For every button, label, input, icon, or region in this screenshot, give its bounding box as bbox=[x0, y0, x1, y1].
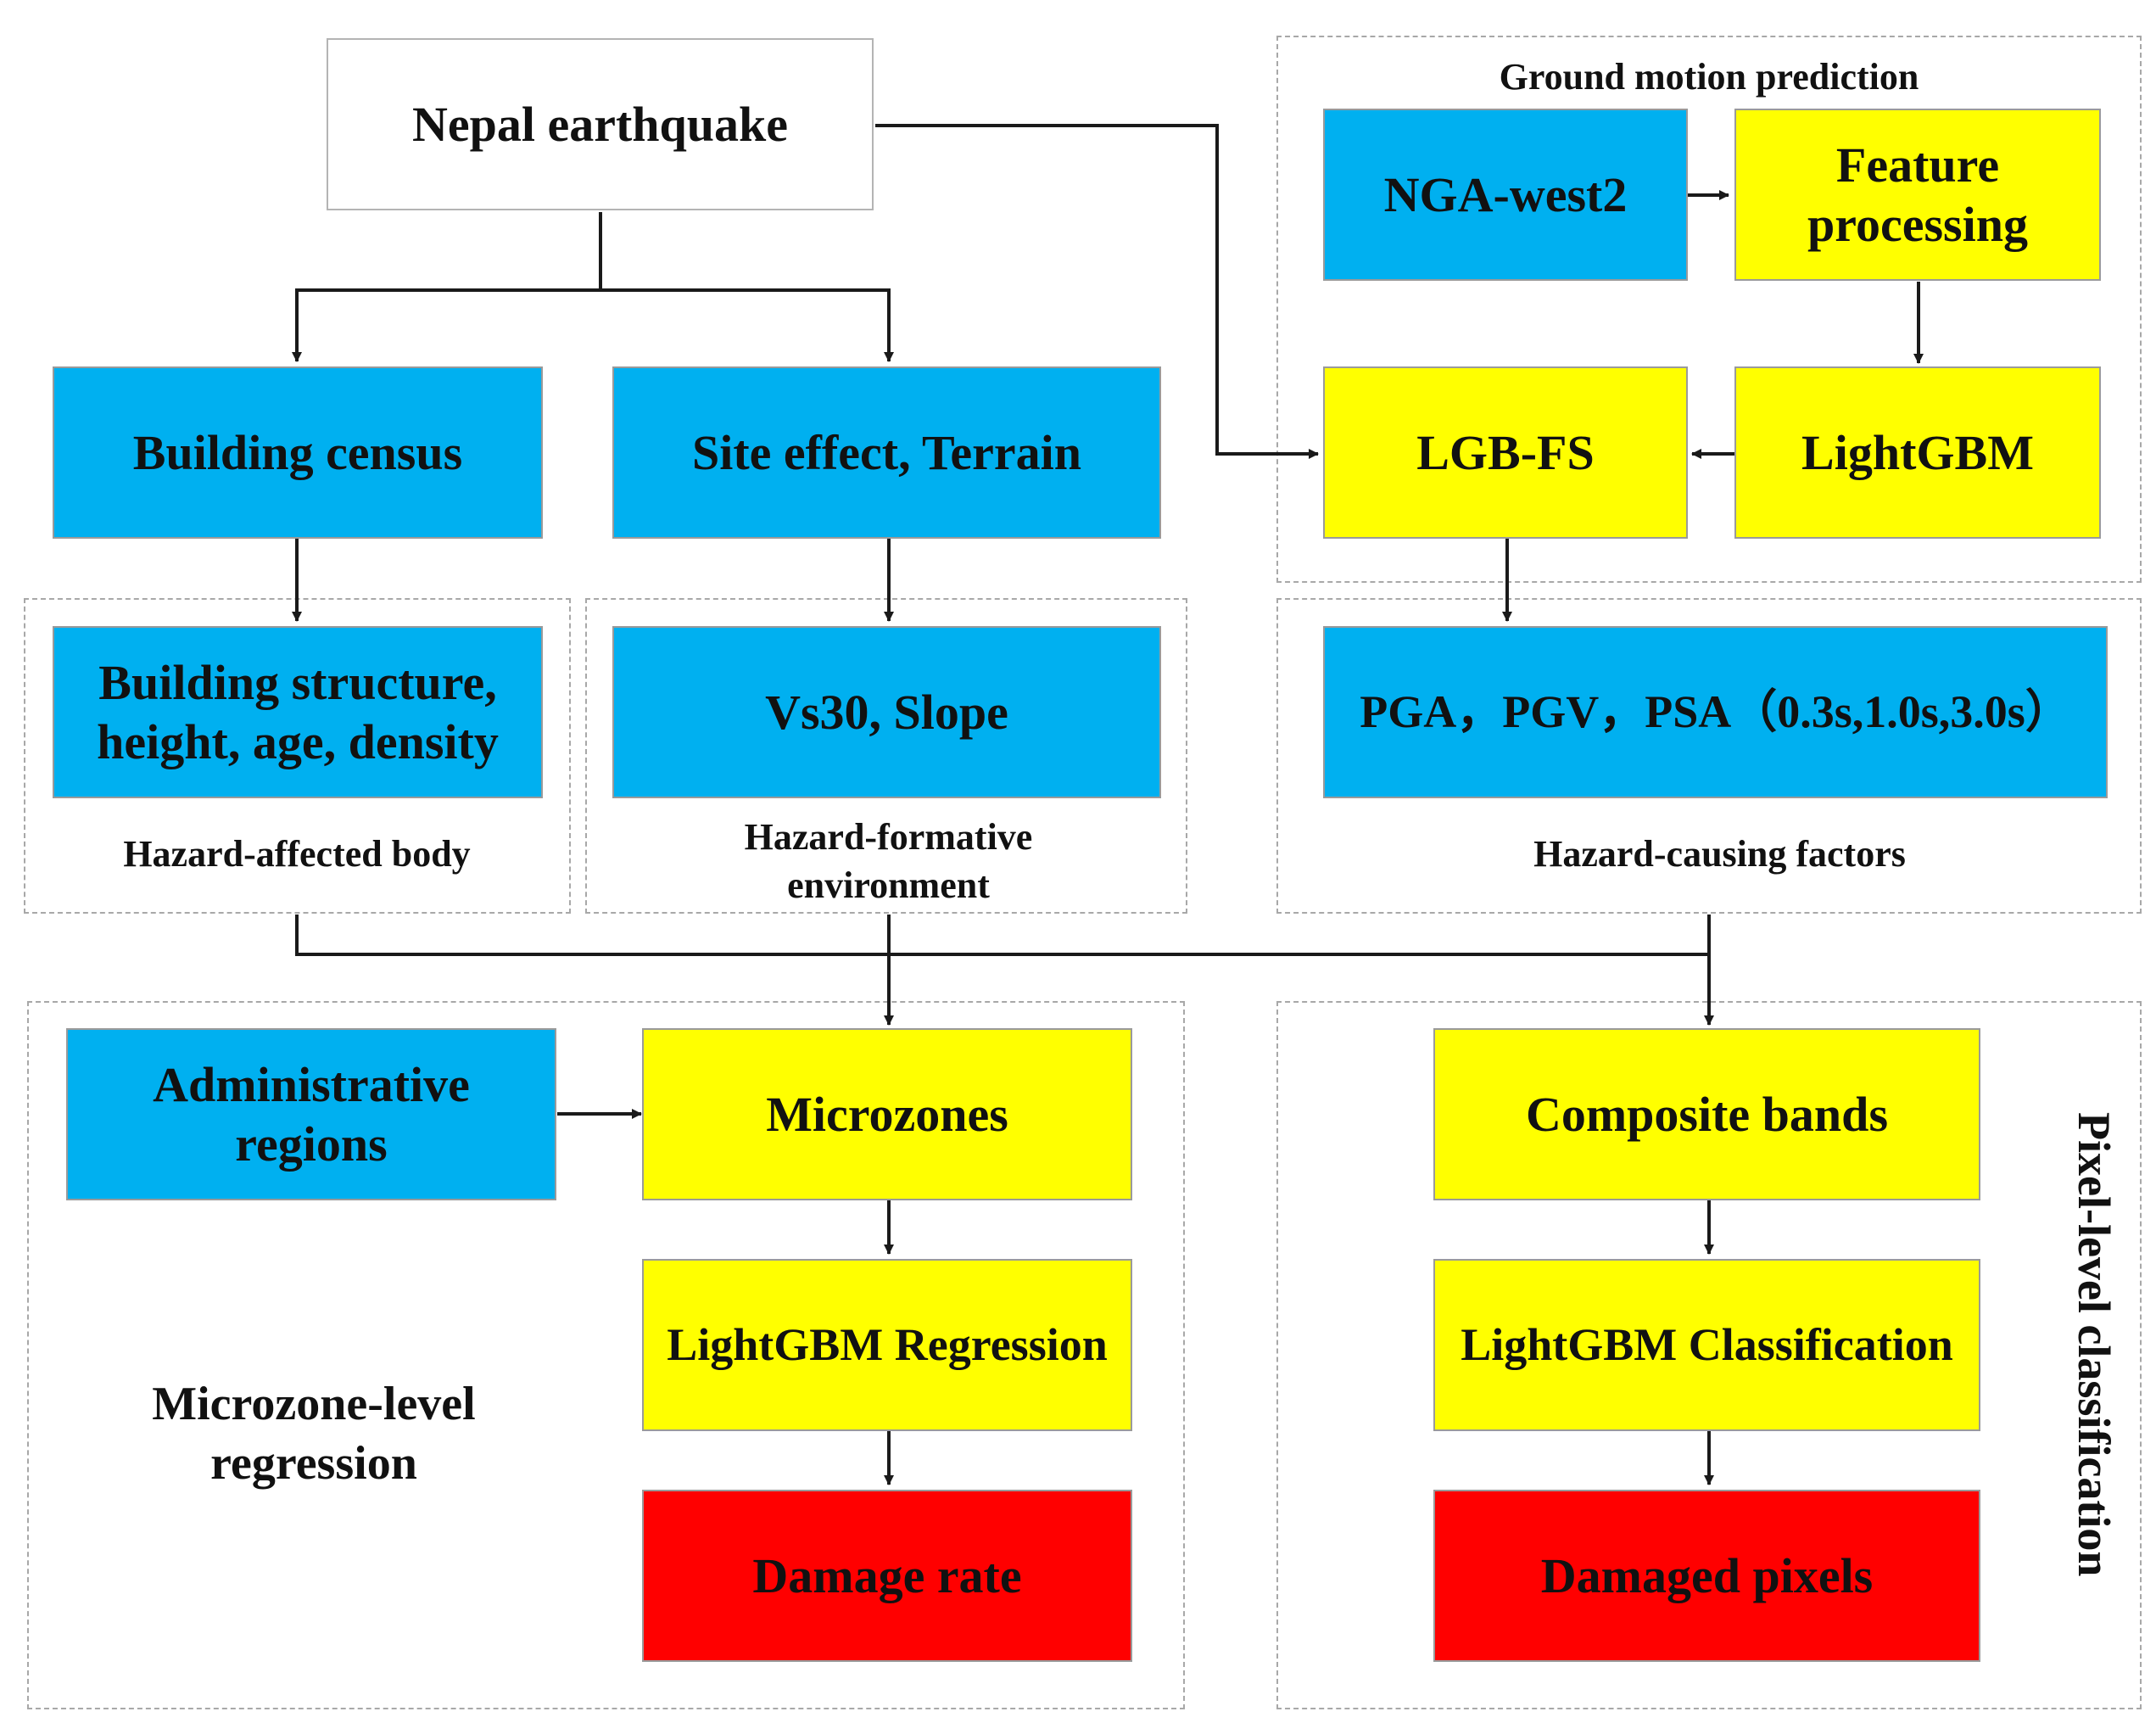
building-census-box: Building census bbox=[53, 366, 543, 539]
damaged-pixels-box: Damaged pixels bbox=[1433, 1490, 1980, 1662]
site-effect-terrain-box: Site effect, Terrain bbox=[612, 366, 1161, 539]
hazard-formative-label: Hazard-formative environment bbox=[744, 816, 1033, 907]
hazard-formative-group bbox=[585, 598, 1187, 914]
vs30-slope-box: Vs30, Slope bbox=[612, 626, 1161, 798]
damage-rate-box: Damage rate bbox=[642, 1490, 1132, 1662]
connector-nepal-split bbox=[292, 212, 602, 362]
administrative-regions-box: Administrative regions bbox=[66, 1028, 556, 1200]
pixel-classification-label: Pixel-level classification bbox=[2069, 1112, 2120, 1577]
hazard-causing-label: Hazard-causing factors bbox=[1533, 833, 1906, 875]
nga-west2-box: NGA-west2 bbox=[1323, 109, 1688, 281]
pga-pgv-psa-box: PGA，PGV，PSA（0.3s,1.0s,3.0s） bbox=[1323, 626, 2108, 798]
microzone-regression-group bbox=[27, 1001, 1185, 1709]
hazard-affected-label: Hazard-affected body bbox=[123, 833, 471, 875]
lgb-fs-box: LGB-FS bbox=[1323, 366, 1688, 539]
building-structure-box: Building structure, height, age, density bbox=[53, 626, 543, 798]
ground-motion-title: Ground motion prediction bbox=[1499, 56, 1919, 98]
lightgbm-classification-box: LightGBM Classification bbox=[1433, 1259, 1980, 1431]
hazard-causing-group bbox=[1276, 598, 2142, 914]
microzone-regression-label: Microzone-level regression bbox=[152, 1378, 476, 1490]
connector-affected-bus bbox=[295, 915, 1709, 956]
lightgbm-regression-box: LightGBM Regression bbox=[642, 1259, 1132, 1431]
composite-bands-box: Composite bands bbox=[1433, 1028, 1980, 1200]
microzones-box: Microzones bbox=[642, 1028, 1132, 1200]
lightgbm-box: LightGBM bbox=[1734, 366, 2101, 539]
ground-motion-group bbox=[1276, 36, 2142, 583]
nepal-earthquake-box: Nepal earthquake bbox=[327, 38, 874, 210]
feature-processing-box: Feature processing bbox=[1734, 109, 2101, 281]
connector-nepal-lgbfs bbox=[875, 124, 1319, 459]
connector-nepal-site bbox=[600, 288, 894, 362]
